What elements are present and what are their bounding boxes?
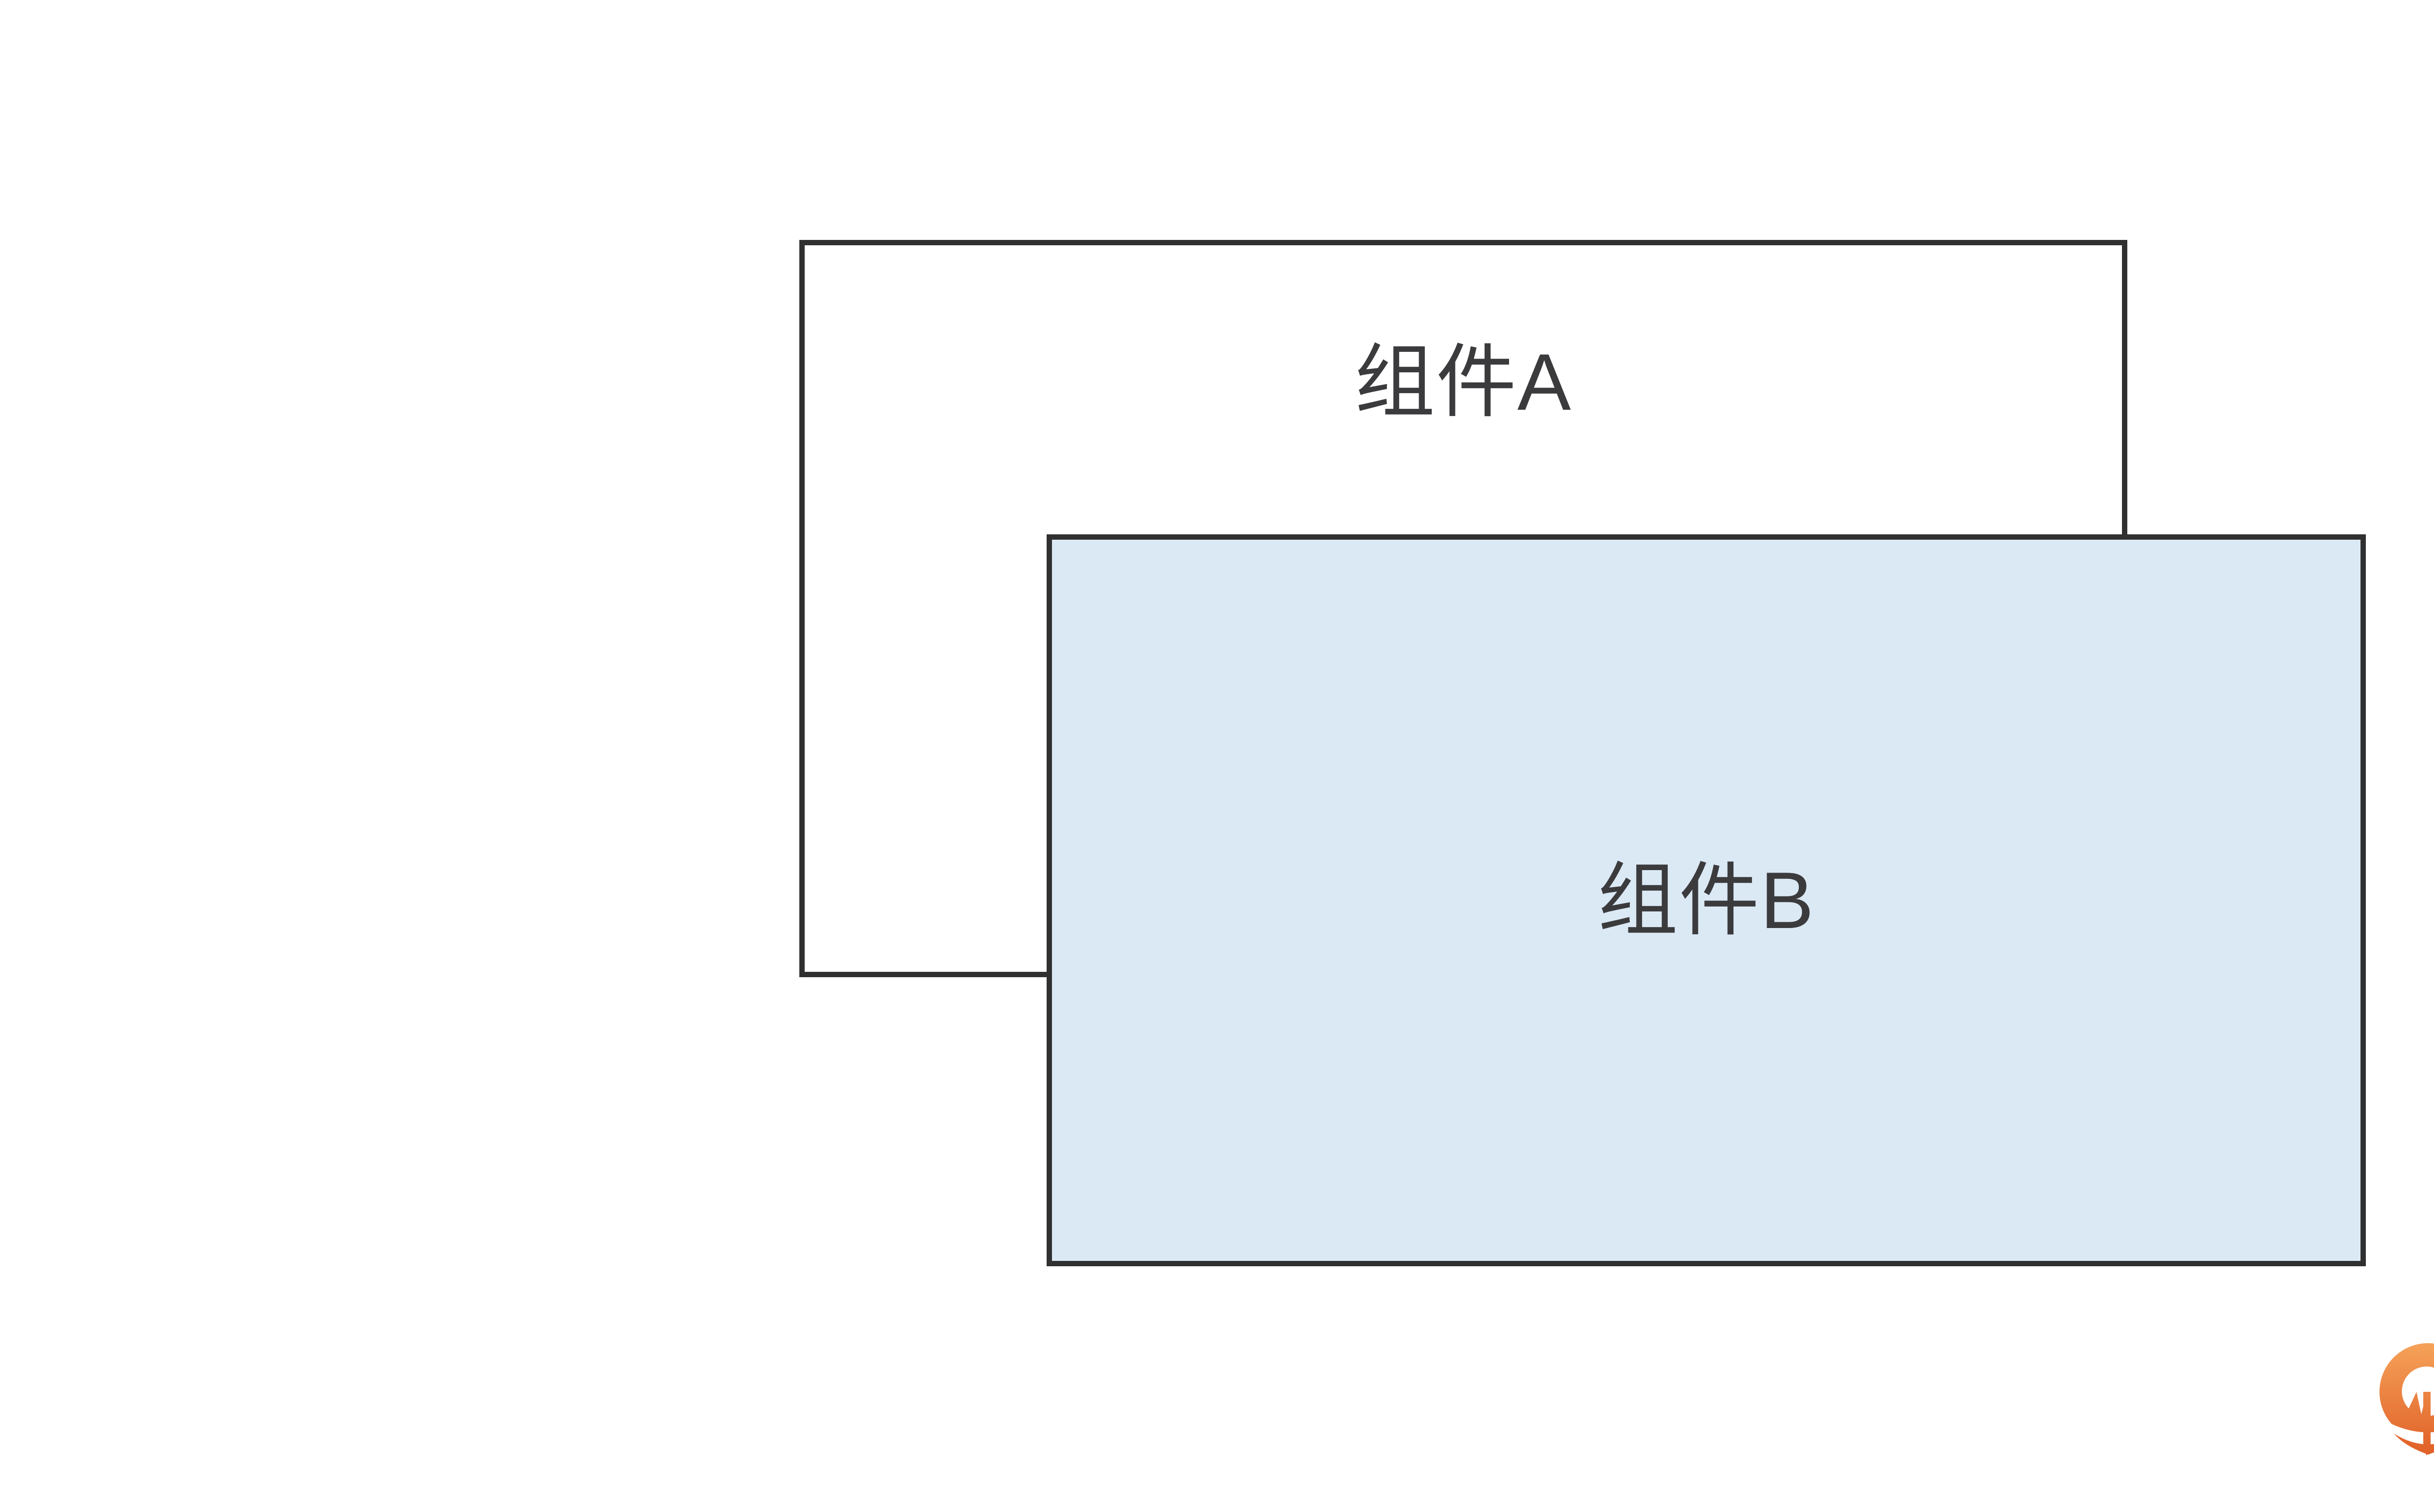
component-a-label: 组件A — [1354, 337, 1572, 427]
component-b-label: 组件B — [1597, 855, 1815, 945]
brand-lockup: 极客时间 — [2379, 1343, 2434, 1456]
geektime-logo-icon — [2379, 1343, 2434, 1456]
component-b-box: 组件B — [1047, 534, 2366, 1266]
